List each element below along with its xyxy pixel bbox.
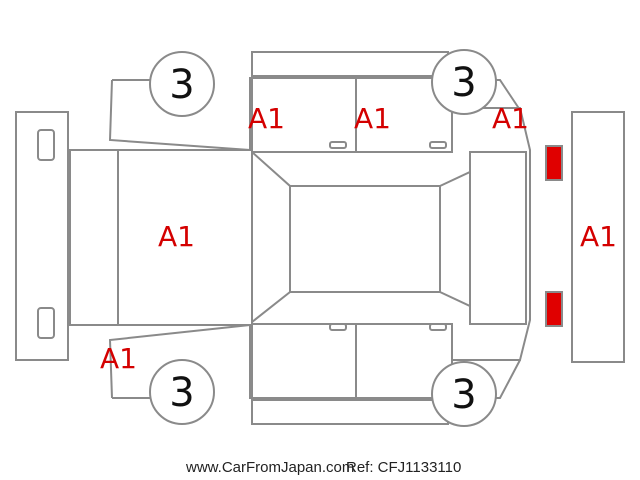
car-body-outline [69, 77, 531, 399]
tyre-grade-label: 3 [451, 372, 476, 418]
tyre-front-right: 3 [149, 359, 215, 425]
damage-label: A1 [580, 220, 617, 253]
damage-label: A1 [100, 342, 137, 375]
rear-bumper-view [571, 111, 625, 363]
rear-light-top [545, 145, 563, 181]
tyre-front-left: 3 [149, 51, 215, 117]
damage-label: A1 [158, 220, 195, 253]
footer-ref: Ref: CFJ1133110 [346, 459, 461, 476]
tyre-grade-label: 3 [451, 60, 476, 106]
damage-label: A1 [492, 102, 529, 135]
rear-light-bottom [545, 291, 563, 327]
tyre-rear-right: 3 [431, 361, 497, 427]
tyre-grade-label: 3 [169, 370, 194, 416]
front-bumper-view [15, 111, 69, 361]
damage-label: A1 [248, 102, 285, 135]
damage-label: A1 [354, 102, 391, 135]
footer-url: www.CarFromJapan.com [185, 459, 354, 476]
tyre-rear-left: 3 [431, 49, 497, 115]
tyre-grade-label: 3 [169, 62, 194, 108]
